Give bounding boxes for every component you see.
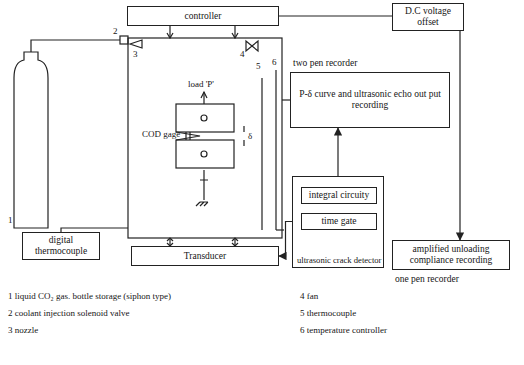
part-label: δ <box>248 132 252 142</box>
callout-number: 4 <box>240 50 245 60</box>
legend-note: 4 fan <box>300 292 318 302</box>
box-label: integral circuity <box>309 190 369 201</box>
instrument-box: amplified unloading compliance recording… <box>392 240 510 270</box>
instrument-box: two pen recorderP-δ curve and ultrasonic… <box>290 72 450 128</box>
coolant-pipe <box>31 40 120 52</box>
nozzle <box>130 40 142 48</box>
cold-chamber <box>128 38 282 238</box>
box-label: D.C voltage offset <box>397 6 459 28</box>
signal-line <box>279 15 392 16</box>
callout-number: 5 <box>256 62 261 72</box>
box-label: digital thermocouple <box>27 235 95 257</box>
box-label: time gate <box>321 216 356 227</box>
specimen <box>176 140 234 168</box>
box-label: amplified unloading compliance recording <box>397 244 505 266</box>
box-label: P-δ curve and ultrasonic echo out put re… <box>295 89 445 111</box>
specimen <box>176 104 234 132</box>
box-label: controller <box>185 11 222 22</box>
instrument-box: controller <box>127 6 279 26</box>
legend-note: 1 liquid CO₂ gas. bottle storage (siphon… <box>8 292 171 302</box>
instrument-box: digital thermocouple <box>22 232 100 260</box>
callout-number: 3 <box>133 50 138 60</box>
legend-note: 2 coolant injection solenoid valve <box>8 309 129 319</box>
box-label: Transducer <box>184 251 226 262</box>
solenoid-valve <box>120 36 128 44</box>
box-heading: one pen recorder <box>393 274 461 284</box>
fan <box>246 41 258 51</box>
part-label: load 'P' <box>188 80 214 90</box>
cod-gage <box>186 132 190 140</box>
control-wire <box>170 26 235 38</box>
instrument-box: D.C voltage offset <box>392 3 464 31</box>
signal-line <box>337 128 338 176</box>
instrument-box: integral circuity <box>301 187 377 204</box>
box-caption: ultrasonic crack detector <box>295 255 383 265</box>
signal-line <box>459 31 460 240</box>
co2-bottle <box>14 52 48 228</box>
instrument-box: time gate <box>301 213 377 230</box>
sensor-lead <box>262 70 276 230</box>
callout-number: 1 <box>8 216 13 226</box>
callout-number: 6 <box>272 58 277 68</box>
instrument-box: Transducer <box>131 246 279 266</box>
ground <box>196 202 208 206</box>
legend-note: 6 temperature controller <box>300 326 387 336</box>
callout-number: 2 <box>113 27 118 37</box>
part-label: COD gage <box>142 130 180 140</box>
load-train <box>200 92 208 200</box>
legend-note: 5 thermocouple <box>300 309 356 319</box>
box-heading: two pen recorder <box>291 58 359 68</box>
legend-note: 3 nozzle <box>8 326 38 336</box>
instrument-box: ultrasonic crack detector integral circui… <box>292 176 384 268</box>
